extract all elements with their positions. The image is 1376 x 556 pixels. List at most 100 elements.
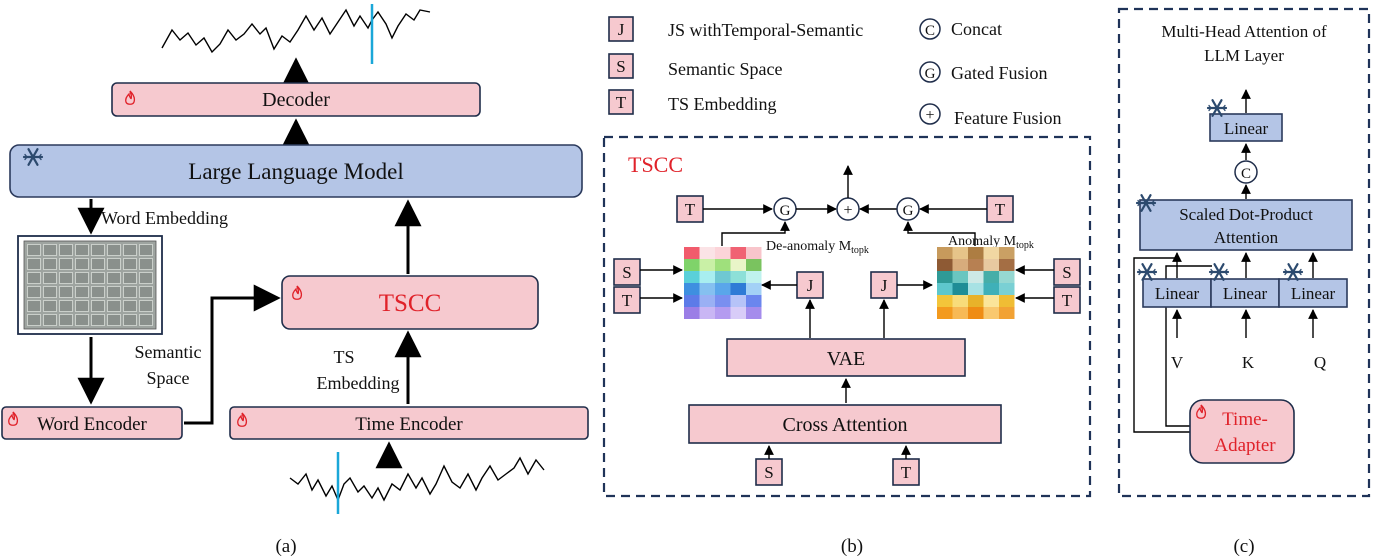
ts-embedding-label-1: TS — [333, 347, 354, 367]
embedding-cell — [91, 300, 105, 312]
matrix-cell — [983, 259, 999, 271]
matrix-cell — [746, 247, 762, 259]
embedding-cell — [27, 244, 41, 256]
matrix-cell — [699, 295, 715, 307]
matrix-cell — [730, 295, 746, 307]
t-label-top-right: T — [995, 200, 1006, 219]
sdpa-label-2: Attention — [1214, 228, 1279, 247]
matrix-cell — [715, 307, 731, 319]
matrix-cell — [983, 307, 999, 319]
embedding-cell — [59, 258, 73, 270]
anomaly-label: Anomaly Mtopk — [948, 234, 1034, 251]
k-label: K — [1242, 353, 1255, 372]
s-box-left — [613, 258, 641, 286]
embedding-cell — [123, 300, 137, 312]
legend-g-text: Gated Fusion — [951, 63, 1048, 83]
cross-attention-label: Cross Attention — [782, 414, 907, 436]
embedding-cell — [91, 258, 105, 270]
embedding-cell — [43, 314, 57, 326]
matrix-cell — [999, 271, 1015, 283]
matrix-cell — [968, 295, 984, 307]
matrix-cell — [730, 283, 746, 295]
j-label-left: J — [807, 276, 814, 295]
feature-fusion-icon — [919, 103, 941, 125]
embedding-cell — [43, 244, 57, 256]
output-time-series — [161, 8, 431, 54]
anomaly-matrix — [937, 247, 1015, 319]
t-label-bottom: T — [901, 463, 912, 482]
tscc-label: TSCC — [379, 290, 442, 317]
linear-k-box: Linear — [1208, 263, 1280, 308]
embedding-cell — [75, 244, 89, 256]
embedding-cell — [75, 258, 89, 270]
matrix-cell — [983, 283, 999, 295]
llm-label: Large Language Model — [188, 159, 403, 184]
embedding-cell — [27, 314, 41, 326]
gated-fusion-icon — [919, 61, 941, 83]
caption-c: (c) — [1233, 536, 1254, 556]
deanomaly-label: De-anomaly Mtopk — [766, 239, 869, 256]
matrix-cell — [746, 283, 762, 295]
t-box-left — [613, 286, 641, 314]
panel-c: Multi-Head Attention of LLM Layer Linear… — [1117, 7, 1371, 556]
matrix-cell — [983, 271, 999, 283]
gate-left-label: G — [780, 203, 791, 219]
matrix-cell — [937, 295, 953, 307]
t-label-left: T — [622, 291, 633, 310]
time-adapter-box: Time- Adapter — [1189, 399, 1295, 464]
t-label-right: T — [1062, 291, 1073, 310]
matrix-cell — [937, 307, 953, 319]
matrix-cell — [684, 247, 700, 259]
matrix-cell — [699, 283, 715, 295]
matrix-cell — [684, 307, 700, 319]
cross-attention-box: Cross Attention — [688, 404, 1002, 444]
matrix-cell — [730, 247, 746, 259]
embedding-cell — [59, 314, 73, 326]
linear-q-box: Linear — [1278, 263, 1348, 308]
output-linear-label: Linear — [1224, 119, 1269, 138]
embedding-cell — [139, 300, 153, 312]
time-adapter-label-1: Time- — [1222, 409, 1268, 430]
embedding-cell — [59, 286, 73, 298]
matrix-cell — [999, 283, 1015, 295]
matrix-cell — [952, 259, 968, 271]
embedding-cell — [139, 272, 153, 284]
matrix-cell — [746, 259, 762, 271]
matrix-cell — [746, 271, 762, 283]
vae-label: VAE — [827, 348, 866, 370]
matrix-cell — [699, 247, 715, 259]
matrix-cell — [715, 247, 731, 259]
j-box-left — [796, 271, 824, 299]
sdpa-box: Scaled Dot-Product Attention — [1135, 194, 1353, 251]
embedding-cell — [59, 272, 73, 284]
matrix-cell — [968, 307, 984, 319]
tscc-detail-frame — [602, 135, 1092, 498]
decoder-label: Decoder — [262, 89, 330, 111]
embedding-cell — [123, 286, 137, 298]
embedding-cell — [75, 286, 89, 298]
matrix-cell — [684, 295, 700, 307]
concat-node-label: C — [1241, 166, 1251, 182]
legend-s-letter: S — [616, 57, 625, 76]
legend-s-text: Semantic Space — [668, 59, 782, 79]
arrow-word-encoder-to-tscc — [184, 284, 281, 425]
matrix-cell — [699, 271, 715, 283]
attention-detail-frame — [1117, 7, 1371, 498]
embedding-cell — [75, 272, 89, 284]
s-label-right: S — [1062, 263, 1071, 282]
embedding-cell — [123, 244, 137, 256]
matrix-cell — [999, 295, 1015, 307]
matrix-cell — [952, 247, 968, 259]
embedding-cell — [43, 286, 57, 298]
matrix-cell — [983, 247, 999, 259]
embedding-cell — [27, 258, 41, 270]
embedding-cell — [107, 258, 121, 270]
embedding-cell — [139, 258, 153, 270]
matrix-cell — [983, 295, 999, 307]
embedding-cell — [91, 286, 105, 298]
embedding-cell — [107, 244, 121, 256]
gate-right-label: G — [903, 203, 914, 219]
tscc-box: TSCC — [281, 275, 539, 330]
